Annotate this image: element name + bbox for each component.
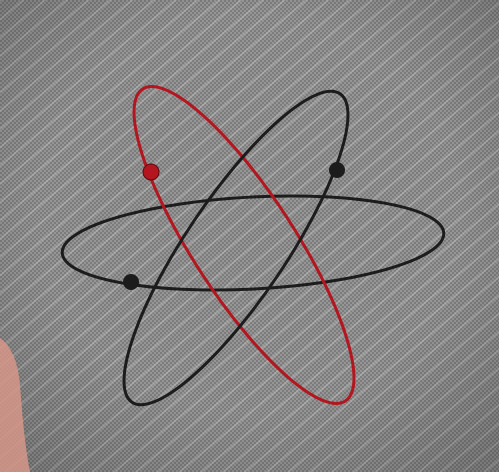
black-electron-upper-right: [329, 162, 345, 178]
red-electron: [143, 164, 159, 180]
black-electron-left: [123, 274, 139, 290]
